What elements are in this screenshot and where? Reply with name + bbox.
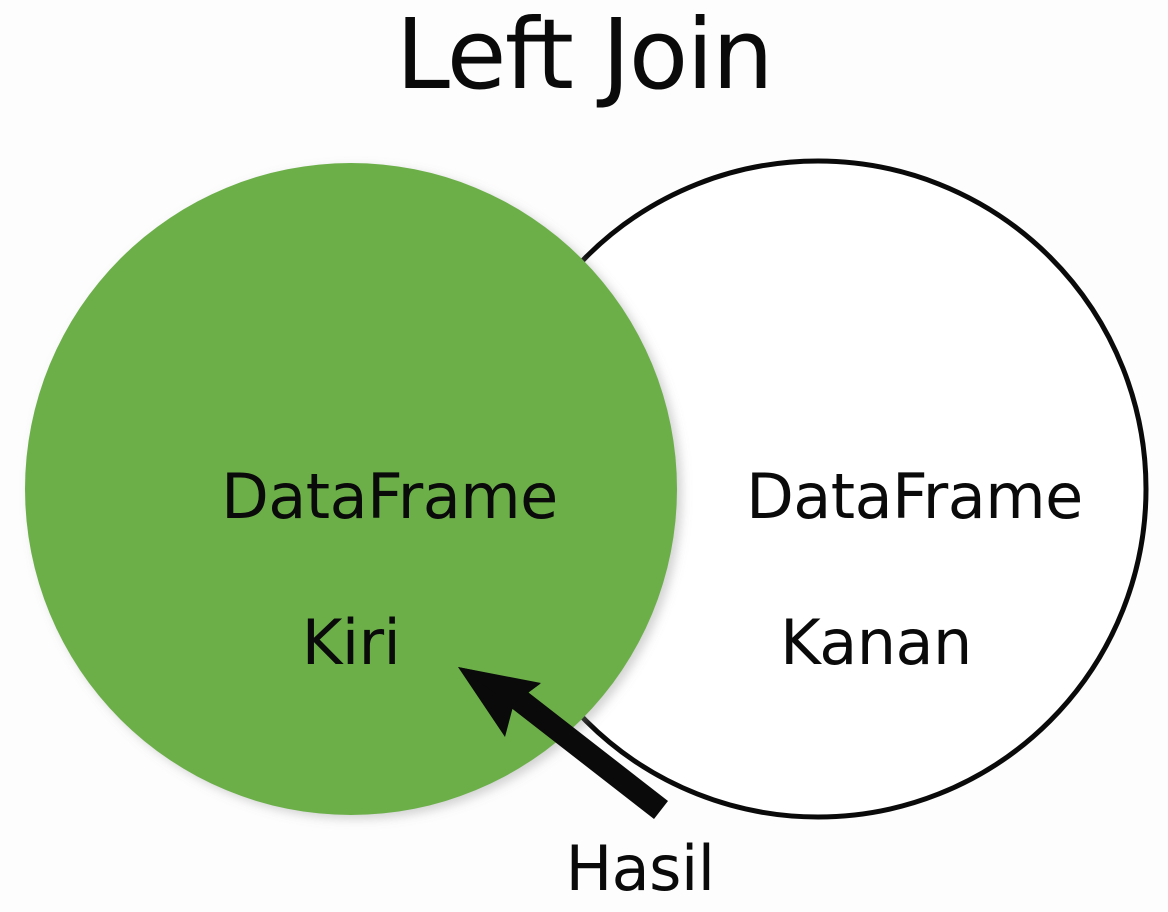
left-set-circle <box>25 163 677 815</box>
result-callout-arrow <box>458 667 668 819</box>
diagram-title: Left Join <box>395 0 774 111</box>
right-set-label-line2: Kanan <box>780 606 972 679</box>
left-set-label-line2: Kiri <box>301 606 401 679</box>
right-set-label-line1: DataFrame <box>746 460 1083 533</box>
result-annotation-label: Hasil <box>565 832 715 905</box>
right-set-label: DataFrame Kanan <box>586 404 1166 798</box>
left-set-label-line1: DataFrame <box>221 460 558 533</box>
left-set-label: DataFrame Kiri <box>61 404 641 798</box>
